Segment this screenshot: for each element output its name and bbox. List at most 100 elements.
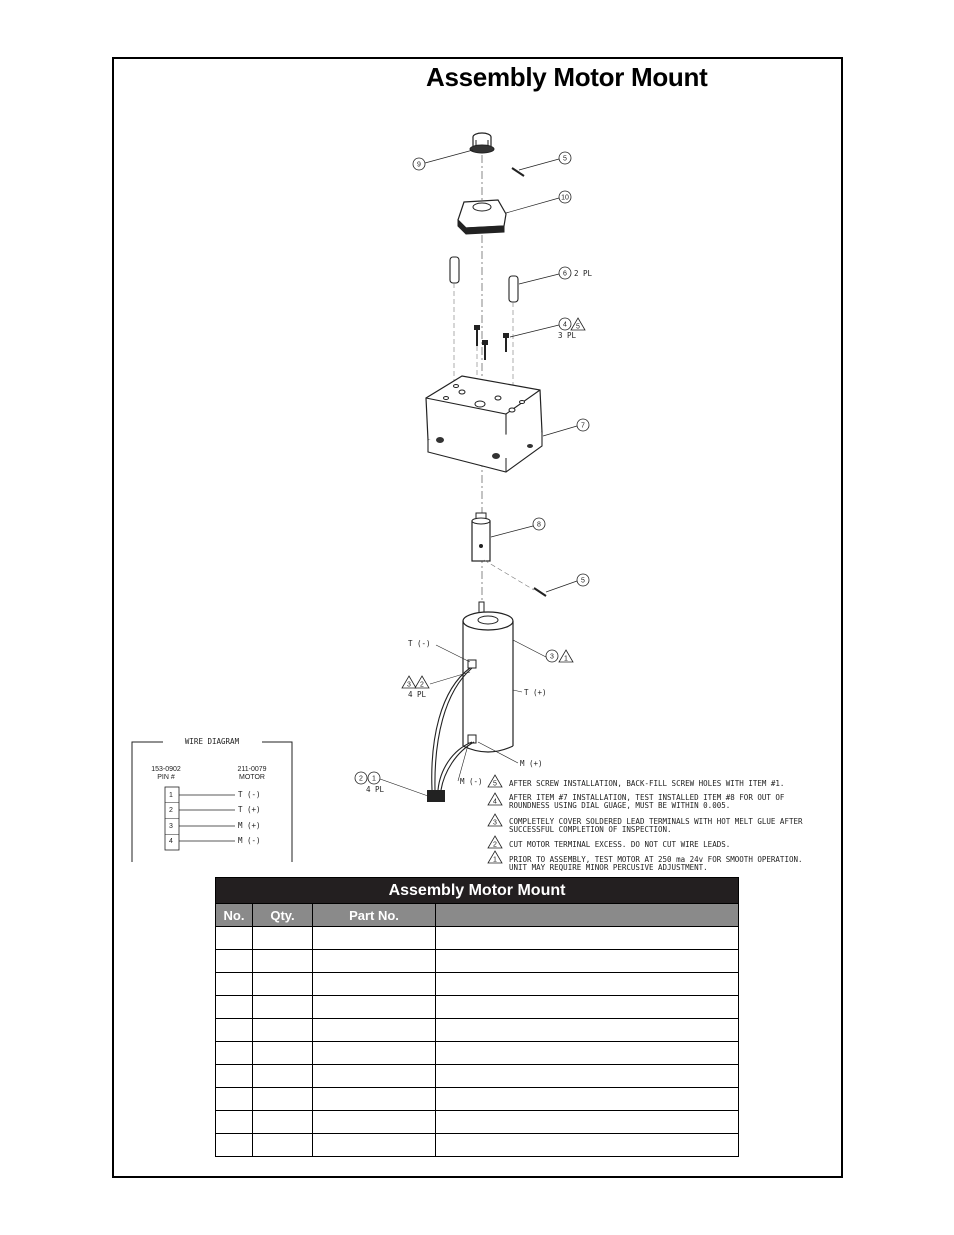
table-cell [215,1064,253,1088]
label-m-plus: M (+) [520,759,543,768]
table-cell [215,995,253,1019]
callout-4: 4 [563,322,567,329]
wire-label-4: M (-) [238,836,261,845]
part-motor [462,601,514,753]
wire-label-2: T (+) [238,805,261,814]
table-cell [215,1133,253,1157]
table-cell [312,995,436,1019]
table-body [215,926,740,1157]
callout-7: 7 [581,423,585,430]
table-cell [215,1087,253,1111]
triangle-2: 2 [420,682,424,689]
table-row [215,1018,740,1042]
table-cell [215,949,253,973]
note-1-line-1: PRIOR TO ASSEMBLY, TEST MOTOR AT 250 ma … [509,855,803,864]
note-3-line-1: COMPLETELY COVER SOLDERED LEAD TERMINALS… [509,817,803,826]
table-row [215,1133,740,1157]
table-cell [215,926,253,950]
callout-9: 9 [417,162,421,169]
callout-8: 8 [537,522,541,529]
wire-pin-4: 4 [169,838,173,845]
table-title-row: Assembly Motor Mount [214,877,740,904]
table-cell [215,1041,253,1065]
table-row [215,1041,740,1065]
table-row [215,995,740,1019]
connector [427,790,445,802]
note-5-number: 5 [493,781,497,788]
wire-harness [431,667,475,791]
assembly-notes: 5 AFTER SCREW INSTALLATION, BACK-FILL SC… [487,774,803,872]
wire-right-header-2: MOTOR [239,774,265,781]
page-title: Assembly Motor Mount [426,62,708,92]
part-cam-block [457,199,507,235]
note-4-line-2: ROUNDNESS USING DIAL GUAGE, MUST BE WITH… [509,801,730,810]
wire-label-1: T (-) [238,790,261,799]
table-cell [312,1064,436,1088]
table-row [215,1087,740,1111]
callout-10: 10 [561,195,569,202]
part-dowel-pins [449,256,519,400]
table-cell [434,995,740,1019]
table-title: Assembly Motor Mount [214,877,740,904]
label-t-plus: T (+) [524,688,547,697]
table-cell [252,1041,313,1065]
table-cell [434,1133,740,1157]
parts-table: Assembly Motor Mount No. Qty. Part No. [214,877,740,1157]
label-m-minus: M (-) [460,777,483,786]
wire-left-header-1: 153-0902 [151,766,181,773]
wire-diagram-title: WIRE DIAGRAM [185,737,240,746]
note-4-line-1: AFTER ITEM #7 INSTALLATION, TEST INSTALL… [509,793,785,802]
callout-3-triangle: 1 [564,656,568,663]
table-cell [215,972,253,996]
table-row [215,949,740,973]
callout-5a: 5 [563,156,567,163]
callout-6: 6 [563,271,567,278]
table-cell [434,1018,740,1042]
wire-label-3: M (+) [238,821,261,830]
table-cell [312,949,436,973]
column-header-part-no: Part No. [312,903,436,927]
table-cell [312,1087,436,1111]
note-2-number: 2 [493,842,497,849]
wire-diagram: WIRE DIAGRAM 153-0902 PIN # 211-0079 MOT… [131,737,293,862]
label-t-minus: T (-) [408,639,431,648]
table-cell [252,1110,313,1134]
table-cell [312,1133,436,1157]
table-cell [252,1087,313,1111]
note-3pl: 3 PL [558,331,577,340]
table-cell [215,1110,253,1134]
part-coupler [471,512,491,562]
page-frame [112,57,843,1178]
table-cell [252,1018,313,1042]
table-cell [434,949,740,973]
table-cell [312,1041,436,1065]
column-header-no: No. [215,903,253,927]
table-row [215,1110,740,1134]
part-motor-mount-block [425,375,543,473]
triangle-3: 3 [407,682,411,689]
note-2-text: CUT MOTOR TERMINAL EXCESS. DO NOT CUT WI… [509,840,730,849]
note-4pl-a: 4 PL [408,690,427,699]
table-cell [434,1064,740,1088]
wire-pin-3: 3 [169,823,173,830]
table-cell [312,1018,436,1042]
wire-left-header-2: PIN # [157,774,175,781]
callout-1: 1 [372,776,376,783]
wire-right-header-1: 211-0079 [237,766,266,773]
table-header-row: No. Qty. Part No. [215,903,740,927]
callout-4-triangle: 5 [576,324,580,331]
note-5-text: AFTER SCREW INSTALLATION, BACK-FILL SCRE… [509,779,784,788]
table-cell [434,1041,740,1065]
note-1-line-2: UNIT MAY REQUIRE MINOR PERCUSIVE ADJUSTM… [509,863,708,872]
table-cell [312,1110,436,1134]
note-4pl-b: 4 PL [366,785,385,794]
table-row [215,926,740,950]
table-cell [252,926,313,950]
table-cell [252,995,313,1019]
table-cell [434,1110,740,1134]
part-knob [469,132,495,154]
callout-2: 2 [359,776,363,783]
table-row [215,1064,740,1088]
column-header-description [434,903,740,927]
